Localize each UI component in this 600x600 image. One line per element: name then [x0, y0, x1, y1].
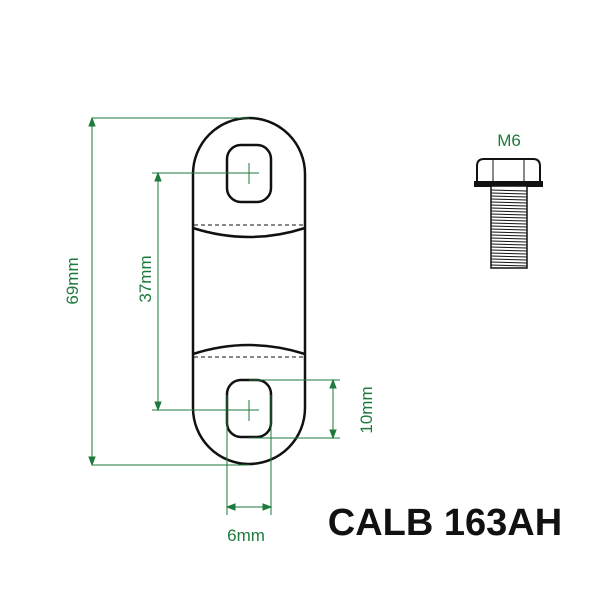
- thread-line: [490, 222, 528, 225]
- upper-bend-line: [192, 226, 306, 239]
- hole-length-label: 10mm: [357, 386, 376, 433]
- thread-line: [490, 210, 528, 213]
- thread-line: [490, 255, 528, 258]
- thread-line: [490, 252, 528, 255]
- thread-line: [490, 264, 528, 267]
- thread-line: [490, 219, 528, 222]
- overall-length-label: 69mm: [63, 257, 82, 304]
- thread-line: [490, 231, 528, 234]
- thread-line: [490, 228, 528, 231]
- bolt-size-label: M6: [497, 131, 521, 150]
- thread-line: [490, 261, 528, 264]
- thread-line: [490, 189, 528, 192]
- hole-width-label: 6mm: [227, 526, 265, 545]
- thread-line: [490, 243, 528, 246]
- thread-line: [490, 195, 528, 198]
- lower-bend-line: [192, 343, 306, 356]
- thread-line: [490, 225, 528, 228]
- thread-line: [490, 198, 528, 201]
- thread-line: [490, 258, 528, 261]
- thread-line: [490, 216, 528, 219]
- thread-line: [490, 234, 528, 237]
- thread-line: [490, 192, 528, 195]
- thread-line: [490, 246, 528, 249]
- thread-line: [490, 201, 528, 204]
- dimension-lines: [88, 116, 340, 515]
- thread-line: [490, 240, 528, 243]
- m6-bolt-icon: [474, 158, 543, 269]
- hole-spacing-label: 37mm: [136, 255, 155, 302]
- thread-line: [490, 207, 528, 210]
- product-title: CALB 163AH: [328, 502, 562, 544]
- thread-line: [490, 213, 528, 216]
- thread-line: [490, 204, 528, 207]
- thread-line: [490, 249, 528, 252]
- thread-line: [490, 237, 528, 240]
